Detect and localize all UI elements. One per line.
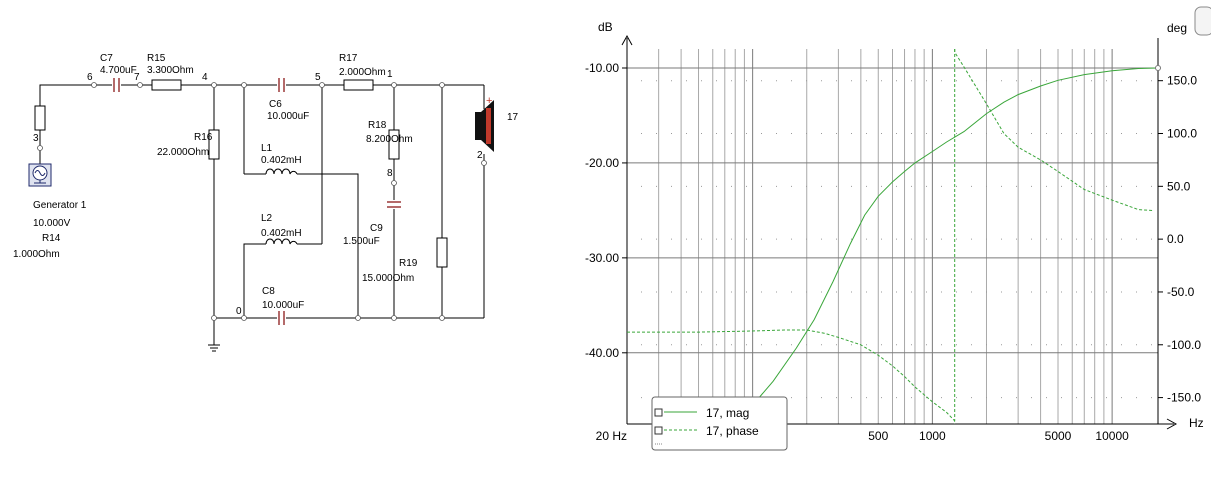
node-5-label: 5 — [315, 72, 321, 83]
r16-name-label: R16 — [194, 132, 213, 143]
r18-name-label: R18 — [368, 120, 387, 131]
c8-value-label: 10.000uF — [262, 300, 304, 311]
c7-value-label: 4.700uF — [100, 65, 137, 76]
legend-mag-checkbox[interactable] — [654, 408, 663, 417]
capacitor-c8-symbol[interactable] — [278, 311, 285, 325]
l2-value-label: 0.402mH — [261, 228, 302, 239]
resistor-r14-body[interactable] — [34, 105, 46, 131]
legend-phase-label: 17, phase — [706, 424, 759, 438]
node-4-label: 4 — [202, 72, 208, 83]
generator-name-label: Generator 1 — [33, 200, 87, 211]
node-2-label: 2 — [477, 150, 483, 161]
x-tick-label: 20 Hz — [596, 429, 627, 443]
y-right-tick-label: 150.0 — [1167, 74, 1197, 88]
r17-name-label: R17 — [339, 53, 358, 64]
y-right-tick-label: 100.0 — [1167, 127, 1197, 141]
x-unit-label: Hz — [1189, 416, 1204, 430]
c7-name-label: C7 — [100, 53, 113, 64]
left-axis-ticks: -10.00 -20.00 -30.00 -40.00 — [585, 61, 627, 360]
r15-value-label: 3.300Ohm — [147, 65, 194, 76]
r18-value-label: 8.200Ohm — [366, 134, 413, 145]
frequency-response-chart[interactable]: -10.00 -20.00 -30.00 -40.00 150.0 100.0 50.0 0… — [585, 6, 1211, 451]
y-right-tick-label: 50.0 — [1167, 179, 1191, 193]
y-left-tick-label: -40.00 — [585, 346, 619, 360]
node-1-label: 1 — [387, 69, 393, 80]
resistor-r19-body[interactable] — [436, 237, 448, 268]
x-tick-label: 500 — [868, 429, 888, 443]
y-left-tick-label: -30.00 — [585, 251, 619, 265]
node-8-label: 8 — [387, 168, 393, 179]
resistor-r18-body[interactable] — [388, 129, 400, 160]
c9-name-label: C9 — [370, 223, 383, 234]
y-right-tick-label: -150.0 — [1167, 391, 1201, 405]
y-right-tick-label: -100.0 — [1167, 338, 1201, 352]
capacitor-c6-symbol[interactable] — [278, 78, 285, 92]
ground-symbol — [208, 344, 220, 352]
y-right-tick-label: -50.0 — [1167, 285, 1195, 299]
capacitor-c9-symbol[interactable] — [387, 201, 401, 208]
x-axis-ticks: 20 Hz 500 1000 5000 10000 — [596, 429, 1129, 443]
c8-name-label: C8 — [262, 286, 275, 297]
y-right-unit-label: deg — [1167, 21, 1187, 35]
resistor-r17-body[interactable] — [343, 79, 374, 91]
generator-symbol[interactable] — [28, 163, 52, 187]
circuit-wires — [39, 84, 485, 345]
r19-value-label: 15.000Ohm — [362, 273, 414, 284]
phase-curve — [954, 49, 1154, 212]
chart-legend[interactable]: 17, mag 17, phase — [651, 396, 788, 451]
c6-value-label: 10.000uF — [267, 111, 309, 122]
magnitude-end-marker — [1155, 64, 1161, 71]
l2-name-label: L2 — [261, 213, 273, 224]
generator-value-label: 10.000V — [33, 218, 71, 229]
r19-name-label: R19 — [399, 258, 418, 269]
resistor-r16-body[interactable] — [208, 129, 220, 160]
resistor-r15-body[interactable] — [151, 79, 182, 91]
speaker-name-label: 17 — [507, 112, 519, 123]
right-axis-ticks: 150.0 100.0 50.0 0.0 -50.0 -100.0 -150.0 — [1158, 74, 1201, 405]
l1-value-label: 0.402mH — [261, 155, 302, 166]
magnitude-curve — [748, 67, 1159, 411]
y-left-tick-label: -20.00 — [585, 156, 619, 170]
y-right-tick-label: 0.0 — [1167, 232, 1184, 246]
node-dots — [37, 82, 487, 321]
speaker-plus-sign: + — [486, 95, 492, 107]
r14-name-label: R14 — [42, 233, 61, 244]
inductor-l1-coil[interactable] — [265, 168, 298, 175]
node-6-label: 6 — [87, 72, 93, 83]
c9-value-label: 1.500uF — [343, 236, 380, 247]
legend-phase-checkbox[interactable] — [654, 426, 663, 435]
chart-grid — [626, 49, 1158, 424]
r15-name-label: R15 — [147, 53, 166, 64]
inductor-l2-coil[interactable] — [265, 238, 298, 245]
x-tick-label: 1000 — [919, 429, 946, 443]
x-tick-label: 5000 — [1045, 429, 1072, 443]
r14-value-label: 1.000Ohm — [13, 249, 60, 260]
y-left-unit-label: dB — [598, 20, 613, 34]
legend-mag-label: 17, mag — [706, 406, 749, 420]
r17-value-label: 2.000Ohm — [339, 67, 386, 78]
r16-value-label: 22.000Ohm — [157, 147, 209, 158]
chart-series — [627, 49, 1161, 424]
node-0-label: 0 — [236, 306, 242, 317]
node-7-label: 7 — [134, 72, 140, 83]
legend-box — [651, 396, 788, 451]
c6-name-label: C6 — [269, 99, 282, 110]
phase-curve — [627, 329, 956, 424]
l1-name-label: L1 — [261, 143, 273, 154]
x-tick-label: 10000 — [1095, 429, 1129, 443]
node-3-label: 3 — [33, 133, 39, 144]
speaker-symbol[interactable] — [475, 100, 494, 163]
capacitor-c7-symbol[interactable] — [113, 78, 120, 92]
circuit-schematic[interactable]: + 6 7 4 5 1 8 0 3 2 C7 — [13, 53, 519, 352]
y-left-tick-label: -10.00 — [585, 61, 619, 75]
corner-tab[interactable] — [1194, 6, 1211, 36]
